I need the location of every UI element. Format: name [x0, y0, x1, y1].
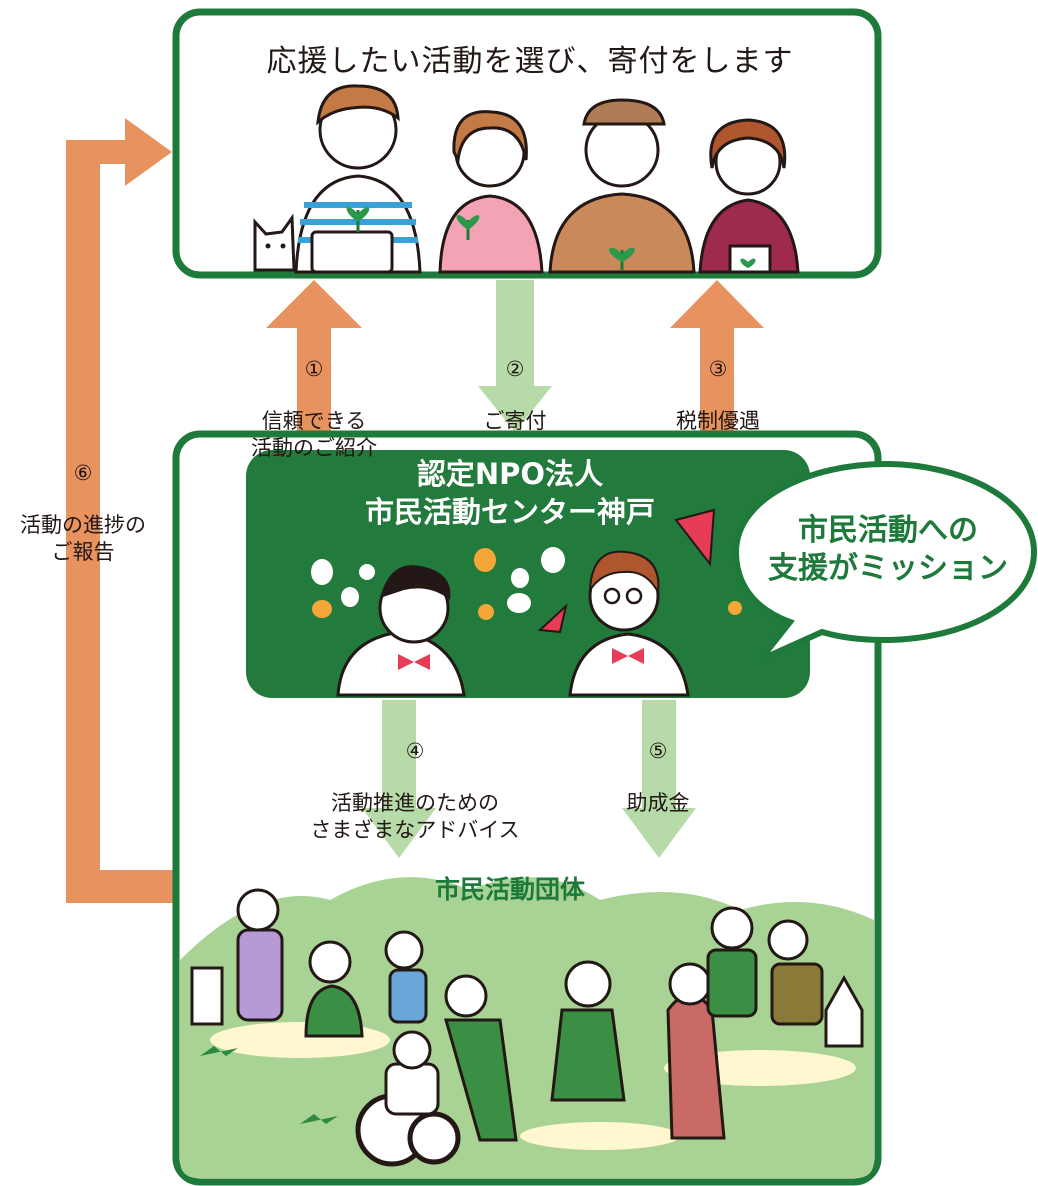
- flow-4-number: ④: [405, 739, 425, 763]
- flow-2-number: ②: [505, 357, 525, 381]
- flow-1-number: ①: [304, 357, 324, 381]
- organization-name: 認定NPO法人 市民活動センター神戸: [364, 457, 655, 529]
- flow-6-number: ⑥: [73, 461, 93, 485]
- arrow-1-introduction: [266, 280, 362, 435]
- group-illustrations: [190, 888, 864, 1167]
- flow-2-label: ② ご寄付: [440, 330, 590, 435]
- arrow-3-tax: [670, 280, 764, 435]
- donor-illustrations: [253, 84, 800, 274]
- flow-1-text: 信頼できる 活動のご紹介: [251, 409, 377, 460]
- donor-title: 応援したい活動を選び、寄付をします: [266, 44, 794, 79]
- donor-old-woman: [698, 118, 800, 274]
- flow-4-text: 活動推進のための さまざまなアドバイス: [310, 791, 520, 842]
- flow-3-label: ③ 税制優遇: [640, 330, 796, 435]
- confetti-dots: [311, 547, 742, 620]
- flow-6-text: 活動の進捗の ご報告: [20, 513, 146, 564]
- flow-1-label: ① 信頼できる 活動のご紹介: [236, 330, 392, 462]
- flow-3-text: 税制優遇: [676, 409, 760, 433]
- flow-4-label: ④ 活動推進のための さまざまなアドバイス: [300, 712, 530, 844]
- staff-illustrations: [336, 508, 716, 697]
- donor-old-man: [548, 98, 696, 274]
- arrow-4-advice: [362, 700, 436, 858]
- flow-5-text: 助成金: [626, 791, 690, 815]
- mission-speech-bubble: [732, 460, 1038, 663]
- flow-6-label: ⑥ 活動の進捗の ご報告: [0, 434, 166, 566]
- flow-3-number: ③: [708, 357, 728, 381]
- donor-man-laptop: [294, 84, 422, 274]
- arrow-6-report: [66, 118, 178, 903]
- flow-5-number: ⑤: [648, 739, 668, 763]
- arrow-5-grant: [622, 700, 696, 858]
- donor-woman-pink: [438, 110, 544, 274]
- mission-text: 市民活動への 支援がミッション: [768, 513, 1008, 586]
- flow-5-label: ⑤ 助成金: [600, 712, 716, 817]
- arrow-2-donation: [478, 280, 552, 432]
- cat-illustration: [253, 213, 296, 272]
- groups-title: 市民活動団体: [434, 875, 585, 904]
- flow-2-text: ご寄付: [483, 409, 547, 433]
